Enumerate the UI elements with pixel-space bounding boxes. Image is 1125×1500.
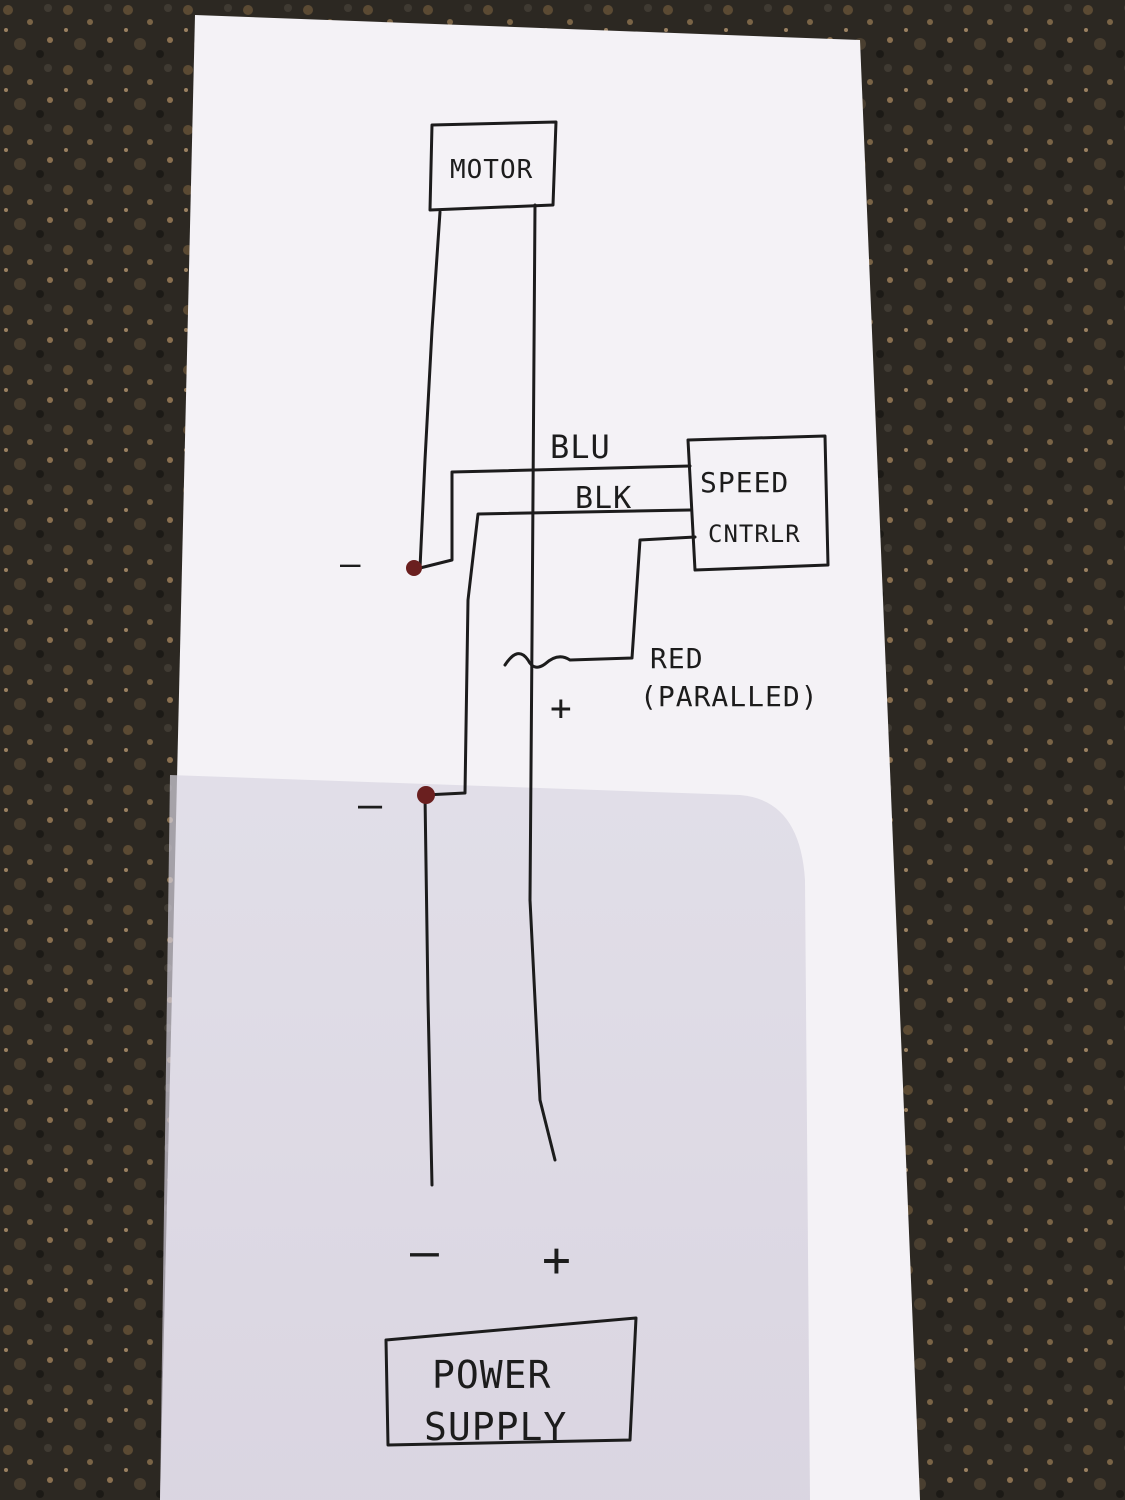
red-tap-positive-sign: + — [550, 688, 573, 729]
power-supply-label-line2: SUPPLY — [424, 1405, 567, 1449]
lower-junction-dot — [417, 786, 435, 804]
motor-positive-wire — [528, 203, 557, 1162]
power-supply-label-line1: POWER — [432, 1353, 551, 1397]
motor-box — [428, 120, 558, 212]
power-supply-box — [384, 1316, 638, 1447]
black-wire-label: BLK — [575, 481, 632, 516]
blue-wire-label: BLU — [550, 428, 611, 466]
supply-positive-terminal-sign: + — [542, 1232, 572, 1288]
black-wire — [423, 508, 692, 797]
red-wire-label-line2: (PARALLED) — [640, 680, 819, 713]
supply-negative-wire — [423, 793, 434, 1187]
upper-junction-dot — [406, 560, 422, 576]
motor-negative-wire — [418, 210, 442, 570]
supply-negative-terminal-sign: – — [410, 1224, 440, 1280]
paper-shadow — [160, 775, 810, 1500]
red-wire-label-line1: RED — [650, 642, 704, 675]
blue-wire — [418, 464, 692, 570]
red-wire — [503, 535, 697, 669]
motor-label: MOTOR — [450, 155, 533, 185]
lower-negative-sign: – — [358, 782, 383, 828]
upper-negative-sign: – — [340, 544, 361, 584]
speed-controller-label-line1: SPEED — [700, 466, 789, 499]
speed-controller-label-line2: CNTRLR — [708, 520, 801, 548]
speed-controller-box — [686, 434, 830, 572]
